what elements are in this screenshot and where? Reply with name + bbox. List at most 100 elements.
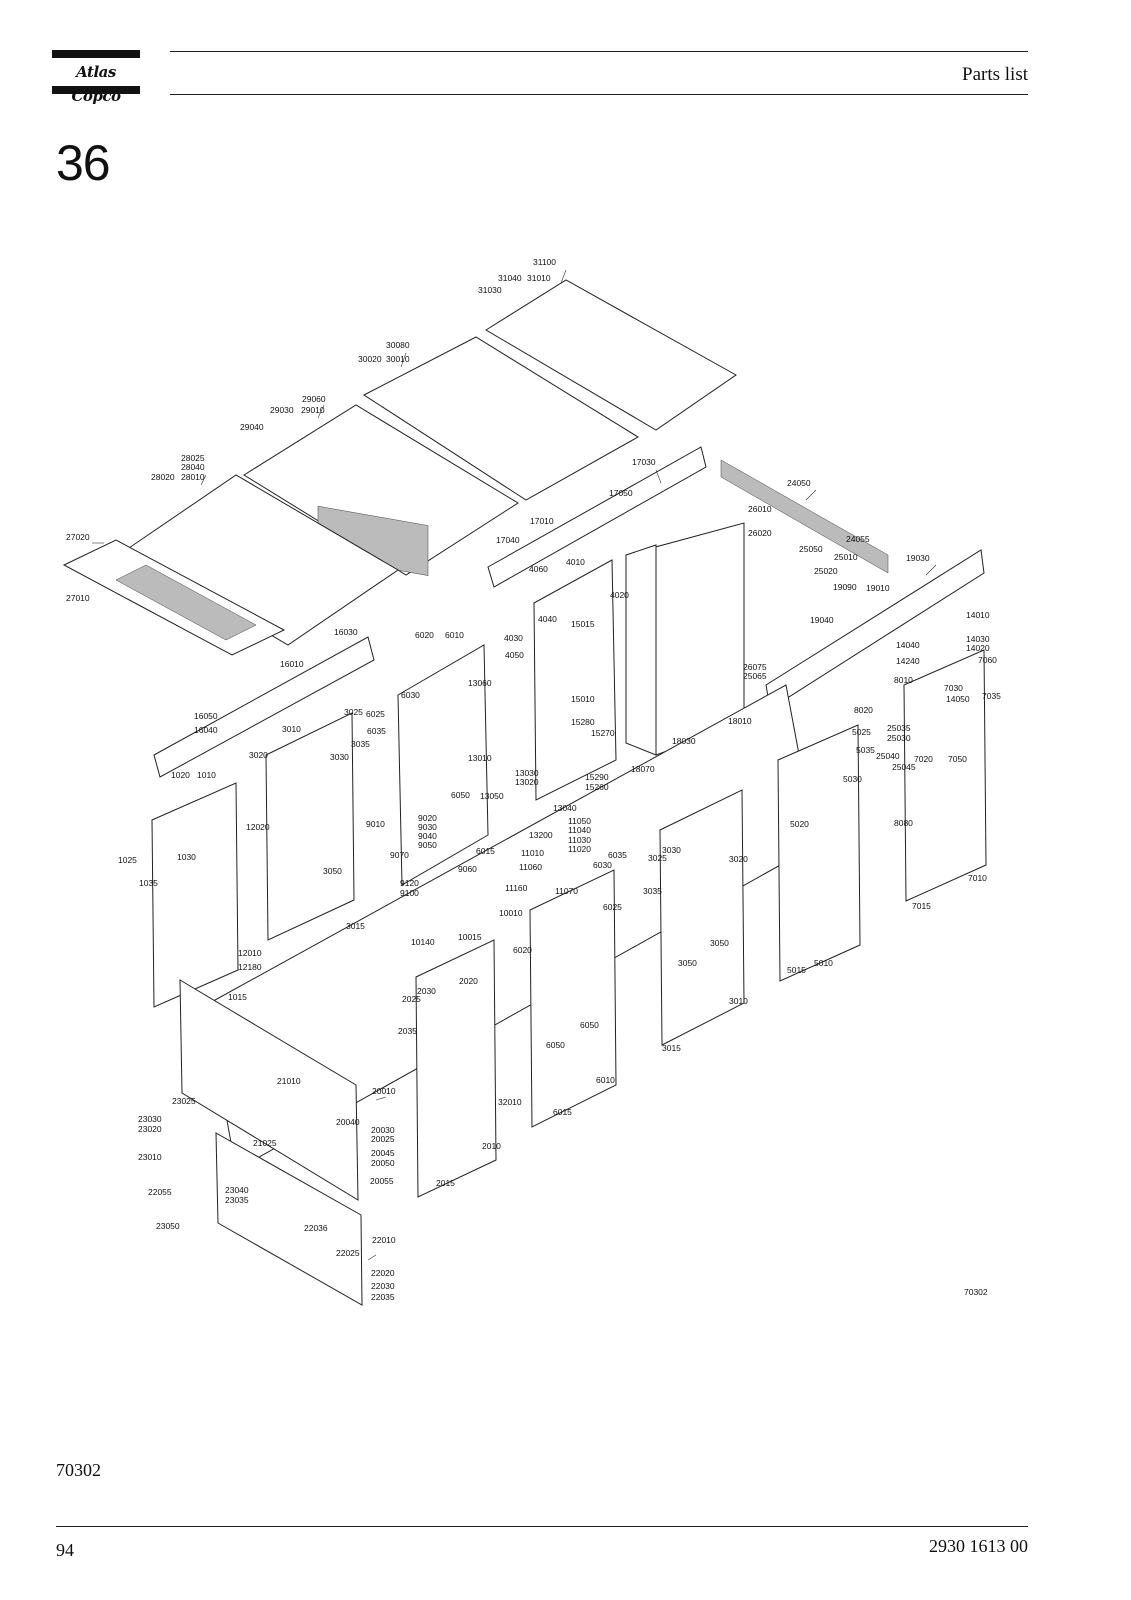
atlas-copco-logo: Atlas Copco [52, 50, 140, 105]
callout-label: 6050 [546, 1040, 565, 1050]
callout-label: 23050 [156, 1221, 180, 1231]
callout-label: 13020 [515, 777, 539, 787]
callout-label: 9070 [390, 850, 409, 860]
callout-label: 25035 [887, 723, 911, 733]
callout-label: 3015 [662, 1043, 681, 1053]
callout-label: 29040 [240, 422, 264, 432]
callout-label: 26075 [743, 662, 767, 672]
callout-label: 28020 [151, 472, 175, 482]
callout-label: 25045 [892, 762, 916, 772]
callout-label: 13010 [468, 753, 492, 763]
callout-label: 16050 [194, 711, 218, 721]
door-3010-front [659, 789, 745, 1046]
callout-label: 13200 [529, 830, 553, 840]
callout-label: 4060 [529, 564, 548, 574]
callout-label: 32010 [498, 1097, 522, 1107]
callout-label: 7030 [944, 683, 963, 693]
leader-lines [92, 269, 937, 1261]
door-frame-1010 [151, 782, 239, 1008]
callout-label: 7015 [912, 901, 931, 911]
callout-label: 1020 [171, 770, 190, 780]
callout-label: 21010 [277, 1076, 301, 1086]
door-5010 [777, 724, 861, 982]
callout-label: 5035 [856, 745, 875, 755]
callout-label: 22020 [371, 1268, 395, 1278]
callout-label: 1010 [197, 770, 216, 780]
door-frame-3010 [265, 712, 355, 941]
callout-label: 29010 [301, 405, 325, 415]
callout-label: 4040 [538, 614, 557, 624]
callout-label: 7020 [914, 754, 933, 764]
callout-label: 27010 [66, 593, 90, 603]
callout-label: 11060 [519, 862, 542, 872]
callout-label: 3030 [662, 845, 681, 855]
end-panel-22010 [215, 1132, 363, 1306]
callout-label: 25040 [876, 751, 900, 761]
callout-label: 5025 [852, 727, 871, 737]
callout-label: 6050 [451, 790, 470, 800]
callout-label: 19010 [866, 583, 890, 593]
callout-label: 24050 [787, 478, 811, 488]
callout-label: 19030 [906, 553, 930, 563]
callout-label: 16030 [334, 627, 358, 637]
callout-label: 7035 [982, 691, 1001, 701]
callout-label: 6035 [608, 850, 627, 860]
callout-label: 3020 [729, 854, 748, 864]
callout-label: 15270 [591, 728, 615, 738]
callout-label: 22025 [336, 1248, 360, 1258]
callout-label: 19040 [810, 615, 834, 625]
callout-label: 2015 [436, 1178, 455, 1188]
door-frame-4040 [533, 559, 617, 801]
callout-label: 11030 [568, 835, 591, 845]
callout-label: 5015 [787, 965, 806, 975]
callout-label: 1035 [139, 878, 158, 888]
callout-label: 23030 [138, 1114, 162, 1124]
callout-label: 9060 [458, 864, 477, 874]
callout-label: 16040 [194, 725, 218, 735]
callout-label: 11160 [505, 883, 528, 893]
callout-label: 3025 [648, 853, 667, 863]
header-rule-top [170, 51, 1028, 52]
callout-label: 12180 [238, 962, 262, 972]
callout-label: 23020 [138, 1124, 162, 1134]
callout-label: 25065 [743, 671, 767, 681]
callout-label: 3020 [249, 750, 268, 760]
callout-label: 3025 [344, 707, 363, 717]
callout-label: 8020 [854, 705, 873, 715]
callout-label: 14240 [896, 656, 920, 666]
callout-label: 11040 [568, 825, 591, 835]
callout-label: 14010 [966, 610, 990, 620]
callout-label: 13060 [468, 678, 492, 688]
callout-label: 6015 [553, 1107, 572, 1117]
callout-label: 1030 [177, 852, 196, 862]
callout-label: 5030 [843, 774, 862, 784]
callout-label: 11070 [555, 886, 578, 896]
logo-bar-bottom [52, 86, 140, 94]
callout-label: 4020 [610, 590, 629, 600]
callout-label: 31010 [527, 273, 551, 283]
callout-label: 3035 [351, 739, 370, 749]
callout-label: 25050 [799, 544, 823, 554]
callout-label: 22036 [304, 1223, 328, 1233]
callout-label: 3010 [282, 724, 301, 734]
central-box-side [625, 544, 657, 756]
figure-id: 70302 [56, 1460, 101, 1480]
callout-label: 9040 [418, 831, 437, 841]
callout-label: 2035 [398, 1026, 417, 1036]
callout-label: 5020 [790, 819, 809, 829]
callout-label: 14030 [966, 634, 990, 644]
drawing-ref-code: 70302 [964, 1287, 988, 1297]
callout-label: 6030 [401, 690, 420, 700]
callout-label: 11050 [568, 816, 591, 826]
callout-label: 26010 [748, 504, 772, 514]
callout-label: 3015 [346, 921, 365, 931]
rail-17010 [487, 446, 707, 588]
callout-label: 1015 [228, 992, 247, 1002]
callout-label: 16010 [280, 659, 304, 669]
callout-label: 14050 [946, 694, 970, 704]
document-number: 2930 1613 00 [929, 1536, 1028, 1556]
callout-label: 6010 [596, 1075, 615, 1085]
